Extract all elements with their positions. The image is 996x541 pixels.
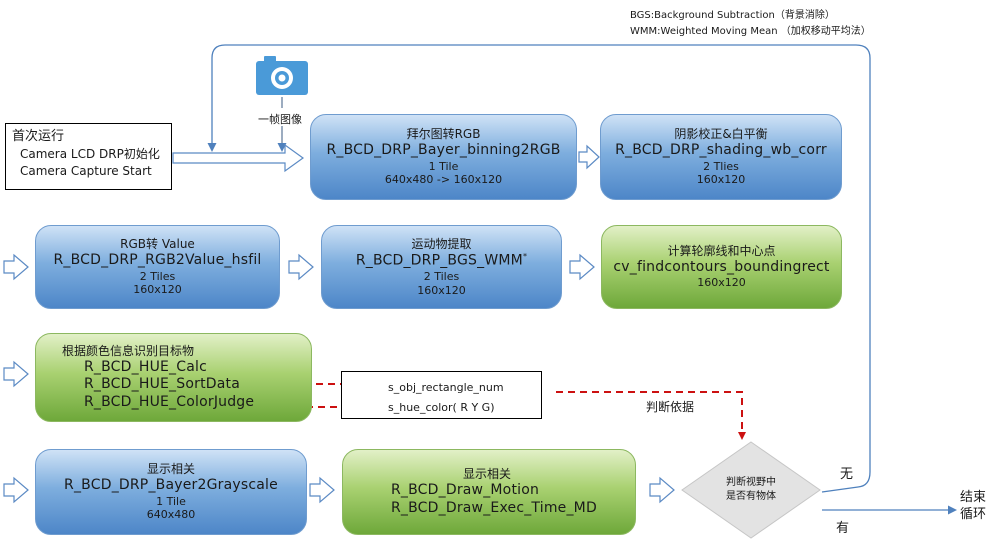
block-arrow-row4-in xyxy=(3,476,29,504)
decision-line1: 判断视野中 xyxy=(726,477,776,488)
start-line2: Camera Capture Start xyxy=(20,164,152,178)
box-rgb-value: RGB转 Value R_BCD_DRP_RGB2Value_hsfil 2 T… xyxy=(35,225,280,309)
draw-title: 显示相关 xyxy=(463,467,512,481)
decision-line2: 是否有物体 xyxy=(726,491,776,502)
start-line1: Camera LCD DRP初始化 xyxy=(20,147,160,161)
vars-line1: s_obj_rectangle_num xyxy=(388,381,504,394)
box-bayer-rgb: 拜尔图转RGB R_BCD_DRP_Bayer_binning2RGB 1 Ti… xyxy=(310,114,577,200)
block-arrow-gray-to-draw xyxy=(309,476,335,504)
box-gray: 显示相关 R_BCD_DRP_Bayer2Grayscale 1 Tile 64… xyxy=(35,449,307,535)
bayer-rgb-tiles: 1 Tile xyxy=(428,159,459,173)
block-arrow-bayer-to-shading xyxy=(578,144,600,170)
contours-func: cv_findcontours_boundingrect xyxy=(613,258,830,275)
box-shading: 阴影校正&白平衡 R_BCD_DRP_shading_wb_corr 2 Tli… xyxy=(600,114,842,200)
block-arrow-bgs-to-contours xyxy=(569,253,595,281)
box-bgs: 运动物提取 R_BCD_DRP_BGS_WMM* 2 Tiles 160x120 xyxy=(321,225,562,309)
hue-line1: R_BCD_HUE_Calc xyxy=(84,358,208,375)
hue-line2: R_BCD_HUE_SortData xyxy=(84,376,240,393)
hue-line3: R_BCD_HUE_ColorJudge xyxy=(84,393,255,410)
start-box: 首次运行 Camera LCD DRP初始化 Camera Capture St… xyxy=(5,123,172,190)
shading-title: 阴影校正&白平衡 xyxy=(674,127,768,141)
bgs-tiles: 2 Tiles xyxy=(423,269,460,283)
block-arrow-row2-in xyxy=(3,253,29,281)
start-title: 首次运行 xyxy=(12,129,65,144)
bayer-rgb-func: R_BCD_DRP_Bayer_binning2RGB xyxy=(326,142,561,158)
block-arrow-rgbvalue-to-bgs xyxy=(288,253,314,281)
camera-label: 一帧图像 xyxy=(258,113,302,126)
gray-title: 显示相关 xyxy=(146,462,195,476)
gray-tiles: 1 Tile xyxy=(156,494,186,508)
rgb-value-tiles: 2 Tiles xyxy=(139,269,176,283)
judge-basis-label: 判断依据 xyxy=(646,400,695,414)
dashed-arrow-judge-basis xyxy=(556,391,746,440)
bayer-rgb-size: 640x480 -> 160x120 xyxy=(384,173,503,187)
end-line2: 循环 xyxy=(960,507,987,522)
note-bgs: BGS:Background Subtraction（背景消除） xyxy=(630,10,835,21)
box-draw: 显示相关 R_BCD_Draw_Motion R_BCD_Draw_Exec_T… xyxy=(342,449,636,535)
camera-icon xyxy=(256,56,308,95)
bgs-func-sup: * xyxy=(522,251,528,261)
hue-title: 根据颜色信息识别目标物 xyxy=(62,343,195,358)
bgs-func-line: R_BCD_DRP_BGS_WMM* xyxy=(356,252,527,270)
draw-line1: R_BCD_Draw_Motion xyxy=(391,482,540,498)
bgs-size: 160x120 xyxy=(417,283,466,297)
rgb-value-func: R_BCD_DRP_RGB2Value_hsfil xyxy=(53,252,262,268)
vars-box: s_obj_rectangle_num s_hue_color( R Y G) xyxy=(341,371,542,419)
box-hue: 根据颜色信息识别目标物 R_BCD_HUE_Calc R_BCD_HUE_Sor… xyxy=(35,333,312,422)
end-label: 结束 循环 xyxy=(960,489,986,523)
vars-line2: s_hue_color( R Y G) xyxy=(388,401,495,414)
rgb-value-title: RGB转 Value xyxy=(120,237,195,251)
decision-text: 判断视野中 是否有物体 xyxy=(700,476,802,504)
bayer-rgb-title: 拜尔图转RGB xyxy=(406,127,481,141)
bgs-title: 运动物提取 xyxy=(411,236,472,251)
rgb-value-size: 160x120 xyxy=(133,283,182,297)
loop-back-line xyxy=(207,44,871,493)
bgs-func: R_BCD_DRP_BGS_WMM xyxy=(355,252,523,269)
gray-func: R_BCD_DRP_Bayer2Grayscale xyxy=(64,477,278,493)
shading-func: R_BCD_DRP_shading_wb_corr xyxy=(615,142,827,158)
end-line1: 结束 xyxy=(960,490,987,505)
decision-diamond xyxy=(681,441,821,539)
contours-title: 计算轮廓线和中心点 xyxy=(667,243,776,258)
branch-yes-label: 有 xyxy=(836,521,850,536)
shading-tiles: 2 Tlies xyxy=(703,159,739,173)
block-arrow-row3-in xyxy=(3,360,29,388)
branch-no-label: 无 xyxy=(840,467,854,482)
block-arrow-draw-to-decision xyxy=(649,476,675,504)
contours-size: 160x120 xyxy=(697,276,746,290)
gray-size: 640x480 xyxy=(146,508,196,522)
box-contours: 计算轮廓线和中心点 cv_findcontours_boundingrect 1… xyxy=(601,225,842,309)
block-arrow-start-to-bayer xyxy=(172,143,305,173)
shading-size: 160x120 xyxy=(696,173,746,187)
draw-line2: R_BCD_Draw_Exec_Time_MD xyxy=(391,499,597,516)
note-wmm: WMM:Weighted Moving Mean （加权移动平均法） xyxy=(630,26,871,37)
